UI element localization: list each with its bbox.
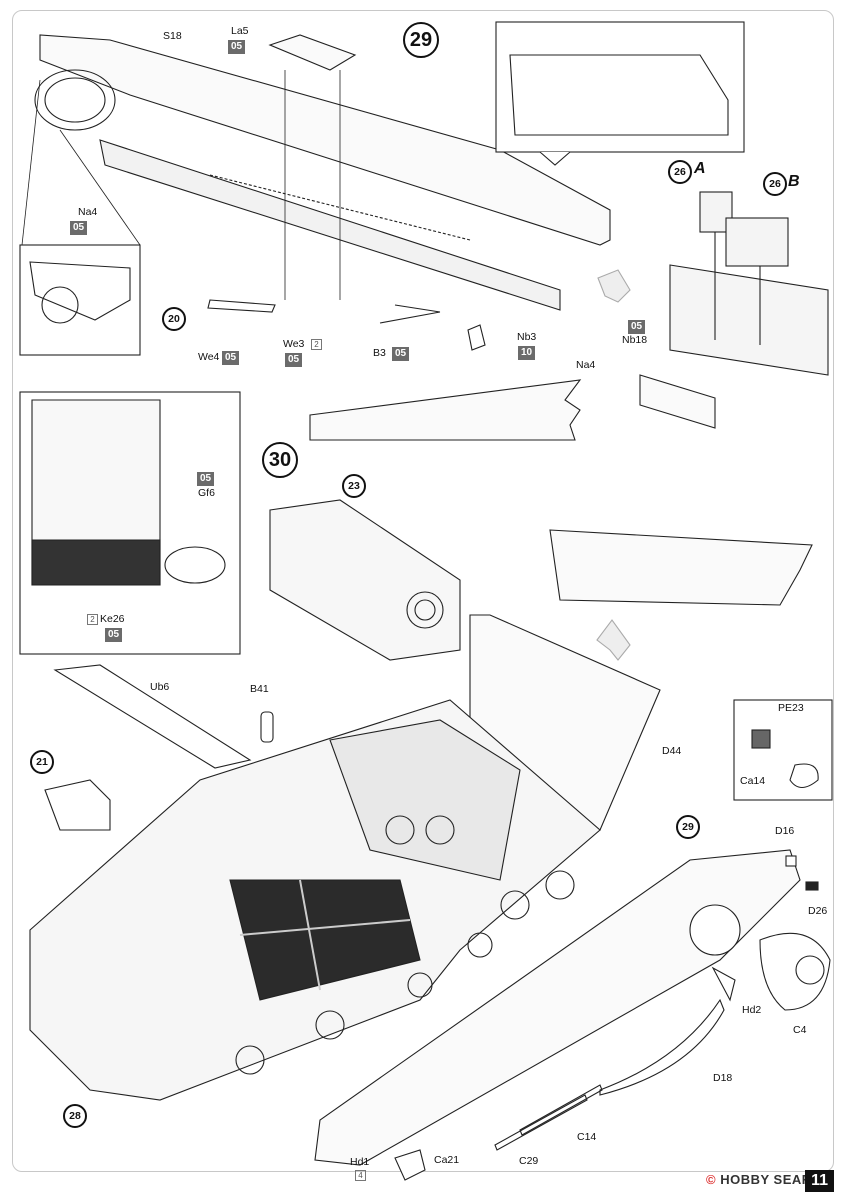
sprue-tag-we3: 05	[285, 353, 303, 367]
label-c29: C29	[519, 1155, 539, 1167]
plate-la5	[268, 34, 357, 71]
sprue-tag-b3: 05	[392, 347, 410, 361]
subassembly-ref-26a: 26	[668, 160, 692, 184]
label-we4: We4	[198, 351, 220, 363]
sprue-tag-na4: 05	[70, 221, 88, 235]
sprue-tag-la5: 05	[228, 40, 246, 54]
sprue-tag-ke26: 05	[105, 628, 123, 642]
label-c4: C4	[793, 1024, 807, 1036]
watermark-brand: HOBBY SEARCH	[720, 1172, 832, 1187]
watermark: © HOBBY SEARCH	[706, 1172, 831, 1187]
label-la5: La5	[231, 25, 249, 37]
label-gf6: Gf6	[198, 487, 215, 499]
subassembly-ref-26b: 26	[763, 172, 787, 196]
label-d16: D16	[775, 825, 795, 837]
label-hd2: Hd2	[742, 1004, 762, 1016]
label-nb3: Nb3	[517, 331, 537, 343]
label-b3: B3	[373, 347, 386, 359]
part-we4	[207, 299, 276, 313]
page-number: 11	[805, 1170, 834, 1192]
label-b41: B41	[250, 683, 269, 695]
qty-hd1: 4	[355, 1170, 366, 1181]
label-na4-left: Na4	[78, 206, 98, 218]
sprue-tag-gf6: 05	[197, 472, 215, 486]
label-d18: D18	[713, 1072, 733, 1084]
subassembly-ref-20: 20	[162, 307, 186, 331]
subassembly-ref-21: 21	[30, 750, 54, 774]
label-pe23: PE23	[778, 702, 804, 714]
label-we3: We3	[283, 338, 305, 350]
watermark-mark: ©	[706, 1172, 717, 1187]
label-ca21: Ca21	[434, 1154, 460, 1166]
subassembly-ref-29: 29	[676, 815, 700, 839]
label-d26: D26	[808, 905, 828, 917]
hull-side-panel-s18	[34, 34, 611, 311]
label-ca14: Ca14	[740, 775, 766, 787]
variant-letter-a: A	[694, 160, 706, 177]
step-30-number: 30	[262, 442, 298, 478]
sprue-tag-nb3: 10	[518, 346, 536, 360]
label-ke26: Ke26	[100, 613, 125, 625]
variant-letter-b: B	[788, 173, 800, 190]
label-nb18: Nb18	[622, 334, 648, 346]
label-hd1: Hd1	[350, 1156, 370, 1168]
label-d44: D44	[662, 745, 682, 757]
subassembly-ref-23: 23	[342, 474, 366, 498]
qty-ke26: 2	[87, 614, 98, 625]
label-ub6: Ub6	[150, 681, 170, 693]
label-s18: S18	[163, 30, 182, 42]
part-nb3	[467, 324, 486, 351]
label-na4-mid: Na4	[576, 359, 596, 371]
label-c14: C14	[577, 1131, 597, 1143]
subassembly-ref-28: 28	[63, 1104, 87, 1128]
qty-we3: 2	[311, 339, 322, 350]
sprue-tag-we4: 05	[222, 351, 240, 365]
sprue-tag-nb18: 05	[628, 320, 646, 334]
step-29-number: 29	[403, 22, 439, 58]
